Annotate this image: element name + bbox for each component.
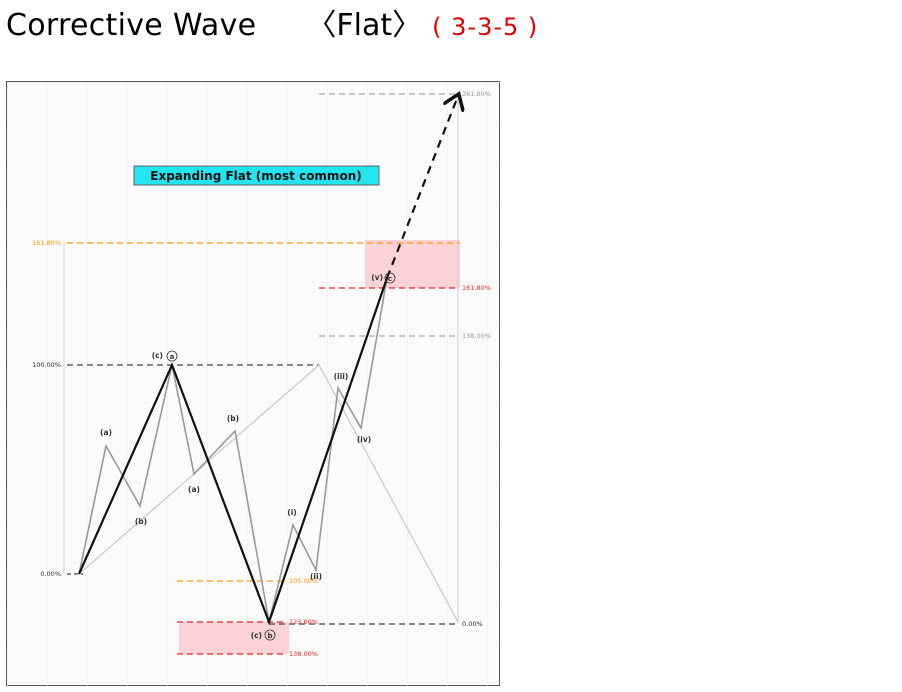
label-bottom-105: 105.00% (289, 577, 318, 585)
circle-c-icon (384, 272, 396, 284)
title-main: Corrective Wave (6, 8, 257, 43)
target-zone-lower (179, 622, 289, 654)
wave-label-b2: (b) (227, 414, 239, 423)
label-right-0: 0.00% (462, 620, 483, 628)
wave-label-b1: (b) (135, 517, 147, 526)
wave-label-iii: (iii) (334, 372, 349, 381)
target-zone-upper (365, 240, 460, 288)
wave-label-c-circle: c (388, 275, 392, 283)
title-flat: 〈Flat〉 (306, 8, 423, 43)
wave-label-a1: (a) (100, 428, 112, 437)
label-left-100: 100.00% (32, 361, 61, 369)
wave-label-v: (v) (371, 273, 383, 282)
projection-arrow (385, 96, 458, 279)
page-title: Corrective Wave 〈Flat〉 ( 3-3-5 ) (6, 0, 539, 43)
label-bottom-123: 123.60% (289, 618, 318, 626)
badge-text: Expanding Flat (most common) (150, 169, 361, 183)
diagram-frame: Expanding Flat (most common) 161.80% 100… (6, 81, 501, 687)
wave-label-a-circle: a (170, 353, 175, 361)
wave-label-c-prefix-b: (c) (251, 631, 262, 640)
title-pattern: ( 3-3-5 ) (432, 13, 539, 41)
wave-label-a2: (a) (188, 485, 200, 494)
wave-label-iv: (iv) (357, 435, 371, 444)
label-right-161: 161.80% (462, 284, 491, 292)
wave-dark-main (77, 277, 389, 626)
wave-label-i: (i) (287, 508, 296, 517)
wave-label-b-circle: b (267, 632, 272, 640)
wave-label-ii: (ii) (310, 572, 322, 581)
flat-diagram: Expanding Flat (most common) 161.80% 100… (7, 82, 501, 687)
label-right-261: 261.80% (462, 90, 491, 98)
label-right-138: 138.00% (462, 332, 491, 340)
badge-background (133, 165, 380, 186)
label-bottom-138: 138.00% (289, 650, 318, 658)
wave-gray-subwaves (78, 277, 388, 623)
circle-a-icon (166, 350, 178, 362)
wave-label-c-prefix-a: (c) (152, 351, 163, 360)
label-left-0: 0.00% (40, 570, 61, 578)
wave-light-path (78, 364, 459, 623)
label-left-161: 161.80% (32, 239, 61, 247)
circle-b-icon (264, 629, 276, 641)
